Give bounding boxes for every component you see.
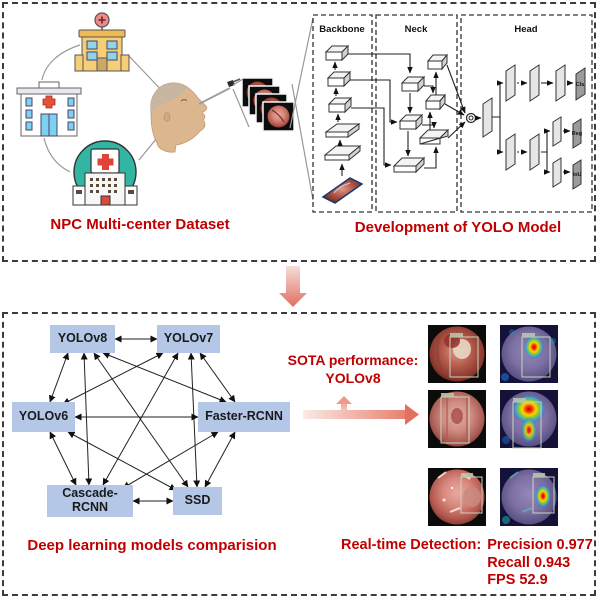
hospital-yellow-icon	[74, 12, 130, 72]
head-label: Head	[514, 24, 537, 35]
down-arrow-icon	[279, 266, 307, 307]
gradcam-heatmap-image-row1	[500, 325, 558, 383]
sota-performance-text: SOTA performance: YOLOv8	[283, 352, 423, 387]
model-node-yolov7: YOLOv7	[157, 325, 220, 353]
metric-recall: Recall 0.943	[487, 554, 571, 571]
neck-label: Neck	[405, 24, 428, 35]
detection-results-grid	[428, 325, 558, 526]
endoscopy-detection-image-row2	[428, 390, 486, 448]
patient-head-icon	[150, 82, 208, 153]
model-node-yolov6: YOLOv6	[12, 402, 75, 432]
neck-box	[375, 14, 458, 213]
up-arrow-icon	[341, 403, 347, 415]
model-node-ssd: SSD	[173, 487, 222, 515]
model-node-cascade-rcnn: Cascade-RCNN	[47, 485, 133, 517]
gradcam-heatmap-image-row2	[500, 390, 558, 449]
concat-icon	[465, 112, 477, 124]
sota-line1: SOTA performance:	[287, 352, 419, 368]
endoscopy-image-stack-icon	[241, 77, 295, 132]
metric-precision: Precision 0.977	[487, 537, 593, 553]
projection-lines	[232, 17, 314, 201]
dataset-panel-title: NPC Multi-center Dataset	[50, 216, 230, 233]
head-output-iou-label: IoU	[573, 172, 582, 178]
backbone-stack	[321, 44, 364, 204]
model-node-faster-rcnn: Faster-RCNN	[198, 402, 290, 432]
neck-blocks	[392, 53, 466, 174]
sota-arrow-icon	[303, 396, 419, 425]
head-branches: Cls Reg IoU	[474, 64, 586, 190]
top-panel-border	[2, 2, 596, 262]
comparison-caption: Deep learning models comparision	[27, 537, 277, 554]
yolo-panel-title: Development of YOLO Model	[354, 219, 562, 236]
model-node-yolov8: YOLOv8	[50, 325, 115, 353]
dataset-illustration	[16, 12, 314, 206]
metric-fps: FPS 52.9	[487, 572, 548, 589]
backbone-to-neck-wires	[348, 53, 413, 168]
right-arrow-icon	[303, 410, 405, 419]
endoscopy-detection-image-row3	[428, 468, 486, 526]
endoscope-icon	[198, 78, 241, 105]
head-output-cls-label: Cls	[576, 82, 585, 88]
hospital-white-icon	[16, 81, 82, 137]
sota-line2: YOLOv8	[325, 369, 381, 386]
hospital-teal-icon	[72, 140, 138, 206]
realtime-label: Real-time Detection:	[341, 537, 482, 553]
gradcam-heatmap-image-row3	[500, 468, 558, 526]
yolo-architecture-diagram: Backbone Neck Head	[312, 14, 593, 213]
model-comparison-edges	[48, 335, 236, 505]
head-box	[460, 14, 593, 213]
realtime-metrics: Real-time Detection: Precision 0.977 Rec…	[341, 537, 593, 590]
head-output-reg-label: Reg	[572, 131, 582, 137]
endoscopy-detection-image-row1	[428, 325, 486, 383]
bottom-panel-border	[2, 312, 596, 596]
backbone-label: Backbone	[319, 24, 364, 35]
